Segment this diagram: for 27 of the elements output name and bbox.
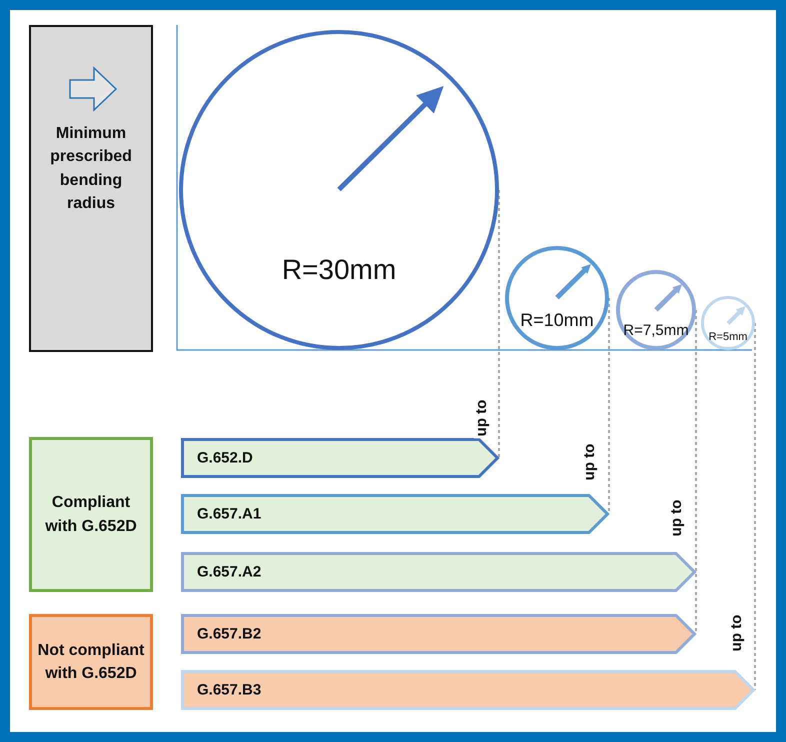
radius-label: R=10mm [520,310,594,329]
radius-label: R=30mm [282,256,396,284]
category-label: Minimum prescribed bending radius [49,124,133,214]
bend-radius-circle [701,296,755,350]
fiber-class-label: G.657.B3 [197,682,262,698]
category-label: Compliant with G.652D [44,493,138,536]
category-box [29,437,153,592]
radius-label: R=5mm [708,332,748,344]
edge-label: up to [474,398,490,438]
fiber-class-label: G.657.A1 [197,506,262,522]
dotted-leader-line [754,323,756,690]
bend-radius-circle [616,270,696,350]
edge-label: up to [728,612,746,654]
edge-label: up to [582,442,598,482]
dotted-leader-line [498,190,500,458]
bend-radius-circle [179,30,499,350]
fiber-class-label: G.652.D [197,450,253,466]
radius-label: R=7,5mm [623,322,689,338]
category-box [29,25,153,352]
dotted-leader-line [695,310,697,634]
edge-label: up to [668,498,686,538]
dotted-leader-line [608,298,610,514]
bend-radius-circle [505,246,609,350]
category-label: Not compliant with G.652D [36,640,146,684]
category-box [29,614,153,710]
fiber-class-label: G.657.A2 [197,564,262,580]
fiber-class-label: G.657.B2 [197,626,262,642]
